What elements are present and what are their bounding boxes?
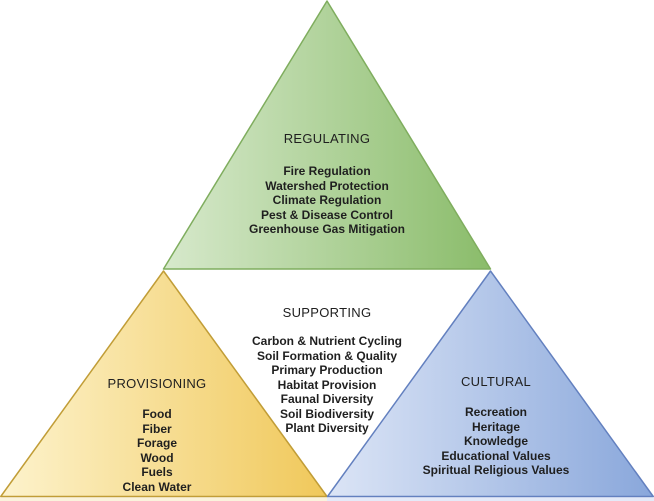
- base-reflection-left: [0, 497, 327, 501]
- supporting-section: SUPPORTING Carbon & Nutrient Cycling Soi…: [197, 305, 457, 436]
- regulating-item: Pest & Disease Control: [260, 207, 394, 222]
- cultural-item: Recreation: [464, 405, 528, 419]
- regulating-items: Fire Regulation Watershed Protection Cli…: [197, 164, 457, 237]
- supporting-item: Primary Production: [271, 363, 383, 377]
- cultural-triangle: [326, 270, 654, 498]
- supporting-item: Plant Diversity: [285, 421, 369, 435]
- provisioning-item: Fuels: [141, 465, 173, 479]
- supporting-heading: SUPPORTING: [282, 305, 372, 320]
- supporting-item: Soil Formation & Quality: [256, 348, 397, 363]
- cultural-item: Spiritual Religious Values: [422, 463, 570, 477]
- regulating-item: Watershed Protection: [265, 178, 389, 193]
- supporting-item: Carbon & Nutrient Cycling: [251, 334, 402, 348]
- regulating-item: Fire Regulation: [283, 164, 371, 178]
- provisioning-item: Wood: [140, 450, 174, 465]
- cultural-item: Educational Values: [441, 448, 551, 463]
- supporting-items: Carbon & Nutrient Cycling Soil Formation…: [197, 334, 457, 436]
- provisioning-triangle: [0, 270, 328, 498]
- supporting-triangle: [163, 269, 491, 496]
- cultural-items: Recreation Heritage Knowledge Educationa…: [371, 405, 621, 478]
- regulating-section: REGULATING Fire Regulation Watershed Pro…: [197, 131, 457, 237]
- provisioning-item: Fiber: [142, 421, 172, 436]
- supporting-item: Faunal Diversity: [280, 392, 374, 406]
- regulating-triangle: [162, 0, 492, 270]
- cultural-item: Heritage: [471, 419, 521, 434]
- regulating-heading: REGULATING: [283, 131, 371, 146]
- provisioning-section: PROVISIONING Food Fiber Forage Wood Fuel…: [37, 376, 277, 494]
- cultural-section: CULTURAL Recreation Heritage Knowledge E…: [371, 374, 621, 478]
- supporting-item: Habitat Provision: [277, 377, 377, 392]
- provisioning-item: Food: [142, 407, 172, 421]
- base-reflection-right: [327, 497, 654, 501]
- provisioning-heading: PROVISIONING: [107, 376, 207, 391]
- provisioning-item: Forage: [136, 436, 177, 450]
- provisioning-item: Clean Water: [122, 479, 192, 494]
- regulating-item: Greenhouse Gas Mitigation: [248, 222, 406, 236]
- cultural-heading: CULTURAL: [460, 374, 532, 389]
- cultural-item: Knowledge: [463, 434, 528, 448]
- regulating-item: Climate Regulation: [272, 193, 382, 207]
- supporting-item: Soil Biodiversity: [279, 406, 375, 421]
- provisioning-items: Food Fiber Forage Wood Fuels Clean Water: [37, 407, 277, 494]
